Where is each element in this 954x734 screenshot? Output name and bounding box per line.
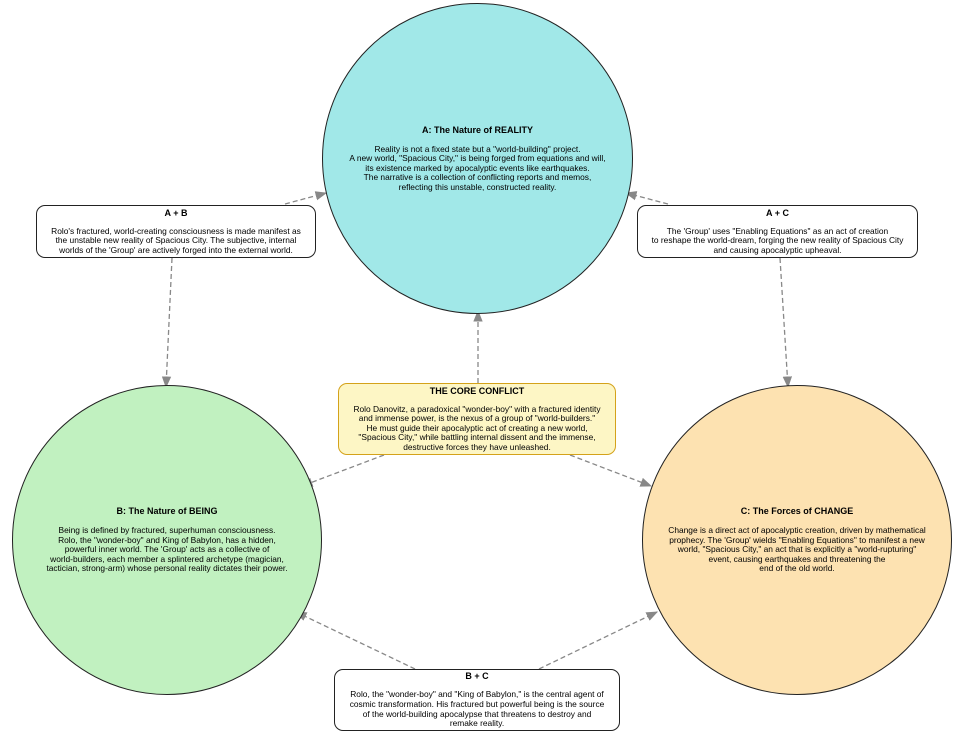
node-a-plus-c: A + C The 'Group' uses "Enabling Equatio… — [637, 205, 918, 258]
node-ac-title: A + C — [766, 207, 789, 218]
node-change-title: C: The Forces of CHANGE — [740, 506, 854, 517]
node-being: B: The Nature of BEING Being is defined … — [12, 385, 322, 695]
node-core-title: THE CORE CONFLICT — [429, 385, 525, 396]
node-b-plus-c: B + C Rolo, the "wonder-boy" and "King o… — [334, 669, 620, 731]
edge-core-to-change — [569, 454, 653, 487]
node-ac-body: The 'Group' uses "Enabling Equations" as… — [651, 225, 904, 255]
node-change-body: Change is a direct act of apocalyptic cr… — [668, 525, 926, 574]
edge-ab-to-being — [161, 257, 173, 389]
node-being-body: Being is defined by fractured, superhuma… — [46, 525, 288, 574]
node-being-title: B: The Nature of BEING — [116, 506, 218, 517]
edge-ac-to-reality — [624, 191, 669, 205]
node-ab-body: Rolo's fractured, world-creating conscio… — [51, 225, 301, 255]
node-bc-body: Rolo, the "wonder-boy" and "King of Baby… — [349, 689, 605, 729]
node-reality: A: The Nature of REALITY Reality is not … — [322, 3, 633, 314]
node-reality-body: Reality is not a fixed state but a "worl… — [349, 143, 606, 192]
edge-ab-to-reality — [284, 191, 328, 205]
node-a-plus-b: A + B Rolo's fractured, world-creating c… — [36, 205, 316, 258]
node-change: C: The Forces of CHANGE Change is a dire… — [642, 385, 952, 695]
node-bc-title: B + C — [465, 671, 489, 682]
edge-bc-to-change — [538, 611, 659, 670]
node-ab-title: A + B — [164, 207, 188, 218]
node-reality-title: A: The Nature of REALITY — [421, 124, 533, 135]
edge-ac-to-change — [779, 257, 793, 389]
node-core-conflict: THE CORE CONFLICT Rolo Danovitz, a parad… — [338, 383, 616, 455]
edge-core-to-being — [300, 454, 385, 487]
node-core-body: Rolo Danovitz, a paradoxical "wonder-boy… — [353, 403, 601, 452]
edge-bc-to-being — [294, 611, 416, 670]
